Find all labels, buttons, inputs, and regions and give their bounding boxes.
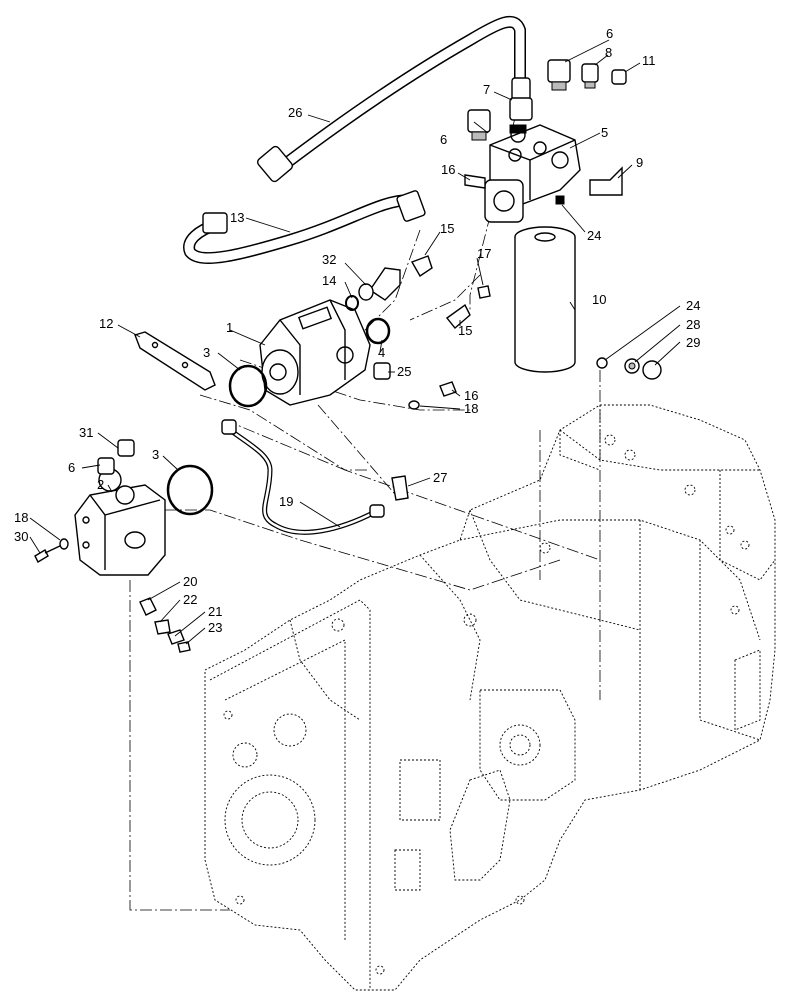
callout-2: 2 xyxy=(97,477,104,492)
callout-17: 17 xyxy=(477,246,491,261)
callout-14: 14 xyxy=(322,273,336,288)
callout-6: 6 xyxy=(606,26,613,41)
callout-5: 5 xyxy=(601,125,608,140)
callout-26: 26 xyxy=(288,105,302,120)
callout-24: 24 xyxy=(686,298,700,313)
small-parts-20-23 xyxy=(139,597,191,653)
hose-13 xyxy=(183,190,426,264)
callout-10: 10 xyxy=(592,292,606,307)
hose-19 xyxy=(221,419,409,535)
callout-20: 20 xyxy=(183,574,197,589)
callout-6: 6 xyxy=(68,460,75,475)
callout-28: 28 xyxy=(686,317,700,332)
callout-16: 16 xyxy=(464,388,478,403)
callout-1: 1 xyxy=(226,320,233,335)
callout-8: 8 xyxy=(605,45,612,60)
callout-25: 25 xyxy=(397,364,411,379)
callout-24: 24 xyxy=(587,228,601,243)
callout-12: 12 xyxy=(99,316,113,331)
callout-13: 13 xyxy=(230,210,244,225)
callout-18: 18 xyxy=(14,510,28,525)
callout-labels: 26 6 8 11 7 6 5 16 9 13 15 24 32 14 17 1… xyxy=(14,26,700,635)
bracket-12 xyxy=(134,331,216,391)
callout-15: 15 xyxy=(440,221,454,236)
callout-15: 15 xyxy=(458,323,472,338)
filter-10 xyxy=(514,226,576,373)
callout-27: 27 xyxy=(433,470,447,485)
callout-19: 19 xyxy=(279,494,293,509)
pump-1 xyxy=(259,299,371,406)
callout-4: 4 xyxy=(378,345,385,360)
callout-29: 29 xyxy=(686,335,700,350)
callout-16: 16 xyxy=(441,162,455,177)
leader-lines xyxy=(29,39,681,645)
valve-block-5 xyxy=(484,124,581,223)
centerlines xyxy=(129,117,601,911)
callout-30: 30 xyxy=(14,529,28,544)
callout-9: 9 xyxy=(636,155,643,170)
pump-2 xyxy=(74,439,166,576)
o-rings xyxy=(166,295,391,516)
callout-31: 31 xyxy=(79,425,93,440)
callout-22: 22 xyxy=(183,592,197,607)
callout-3: 3 xyxy=(152,447,159,462)
bolts-18-30 xyxy=(34,538,69,563)
callout-3: 3 xyxy=(203,345,210,360)
elbow-and-clamps xyxy=(358,255,491,330)
callout-7: 7 xyxy=(483,82,490,97)
callout-32: 32 xyxy=(322,252,336,267)
callout-6: 6 xyxy=(440,132,447,147)
callout-11: 11 xyxy=(642,53,656,68)
fittings-top xyxy=(464,59,627,205)
callout-18: 18 xyxy=(464,401,478,416)
small-hardware xyxy=(373,357,662,410)
callout-21: 21 xyxy=(208,604,222,619)
hose-26 xyxy=(256,15,531,183)
transmission-housing xyxy=(204,404,776,991)
callout-23: 23 xyxy=(208,620,222,635)
